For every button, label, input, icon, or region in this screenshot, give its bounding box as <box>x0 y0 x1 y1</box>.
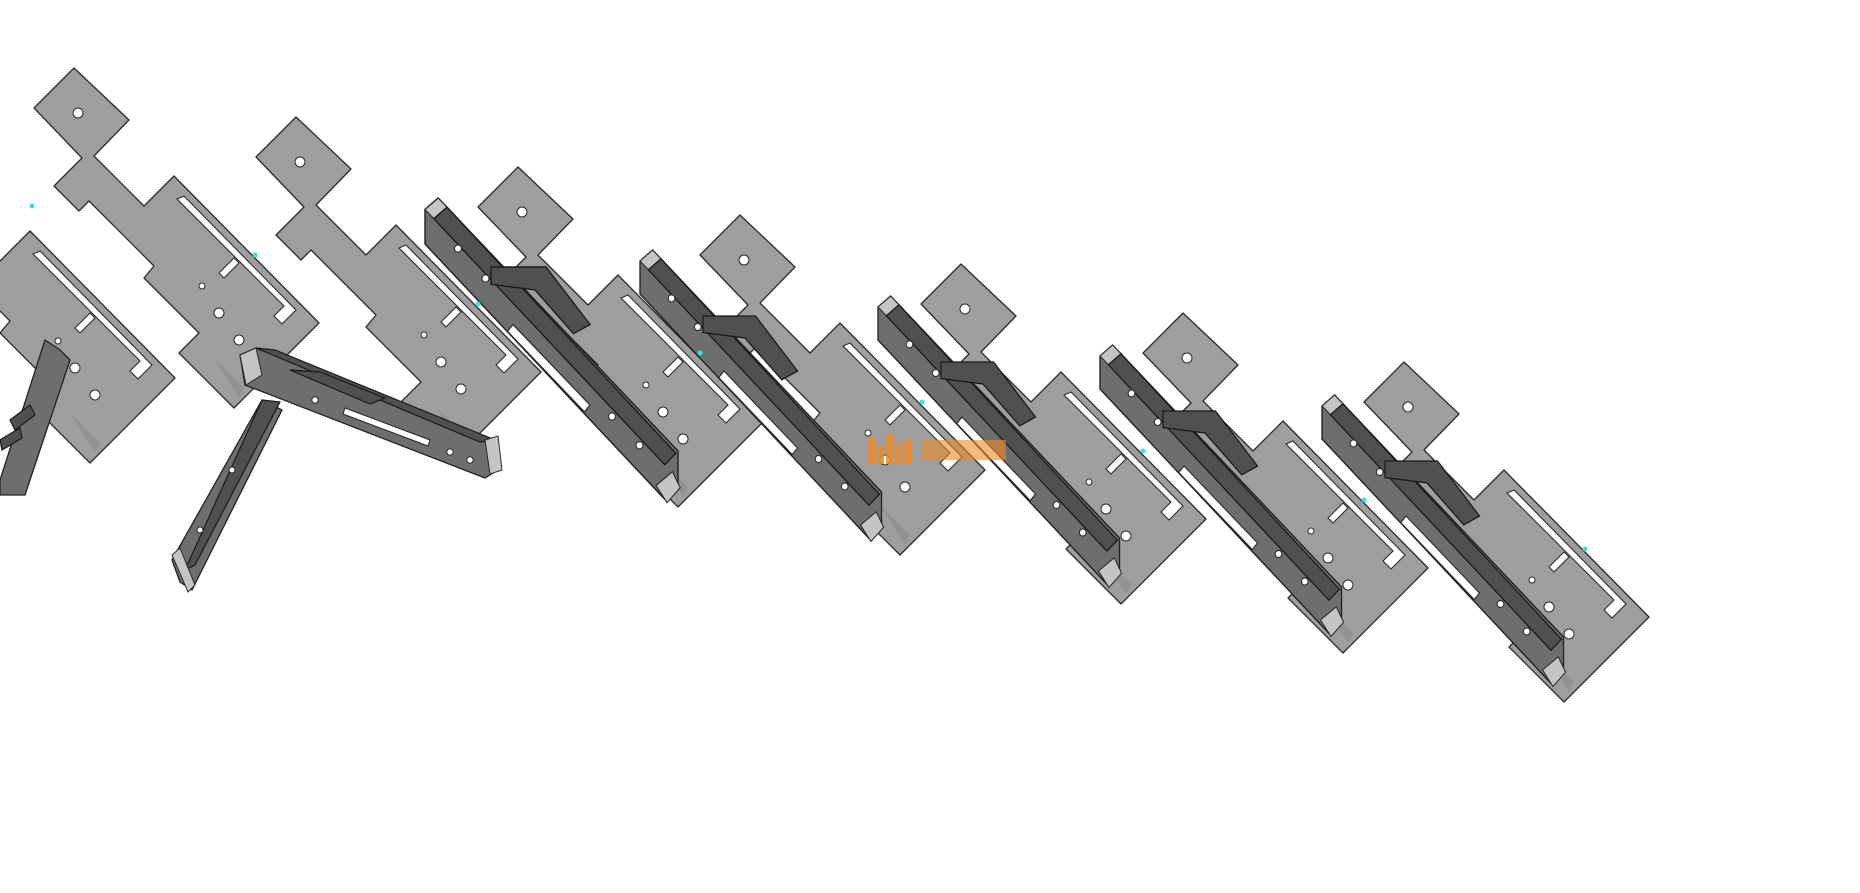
factory-logo-icon <box>868 434 911 464</box>
flat-blank-8 <box>1363 361 1650 703</box>
folded-bracket-v <box>171 347 503 593</box>
reference-markers <box>29 203 1588 552</box>
watermark-logo <box>868 434 1006 464</box>
watermark-banner <box>922 440 1006 460</box>
folded-bracket-left <box>0 339 71 496</box>
